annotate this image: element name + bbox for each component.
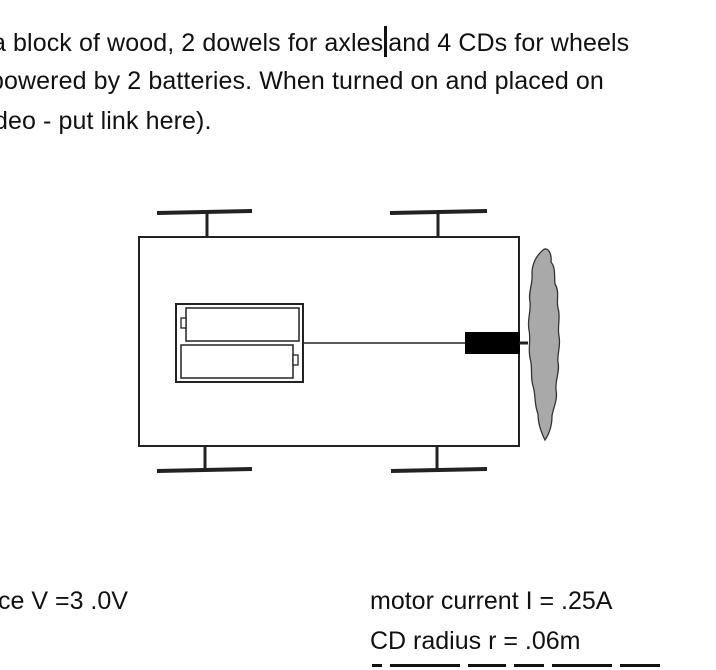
cut-off-text-line (372, 664, 692, 670)
description-text-after-caret: and 4 CDs for wheels (388, 29, 630, 57)
motor-current-value: motor current I = .25A (370, 587, 613, 615)
propeller-icon (527, 248, 561, 442)
motor (465, 332, 520, 354)
wheel-top-left (156, 209, 253, 237)
description-line-2: powered by 2 batteries. When turned on a… (0, 67, 604, 95)
description-line-3: deo - put link here). (0, 107, 212, 135)
battery-1 (180, 307, 300, 342)
text-cursor (384, 26, 388, 57)
voltage-value: ce V =3 .0V (0, 587, 128, 615)
description-text-before-caret: a block of wood, 2 dowels for axles (0, 29, 384, 57)
battery-2 (180, 344, 299, 379)
wheel-top-right (389, 209, 488, 237)
cd-radius-value: CD radius r = .06m (370, 627, 581, 655)
wheel-bottom-left (156, 446, 253, 473)
battery-holder (175, 303, 304, 383)
wheel-bottom-right (390, 446, 488, 473)
